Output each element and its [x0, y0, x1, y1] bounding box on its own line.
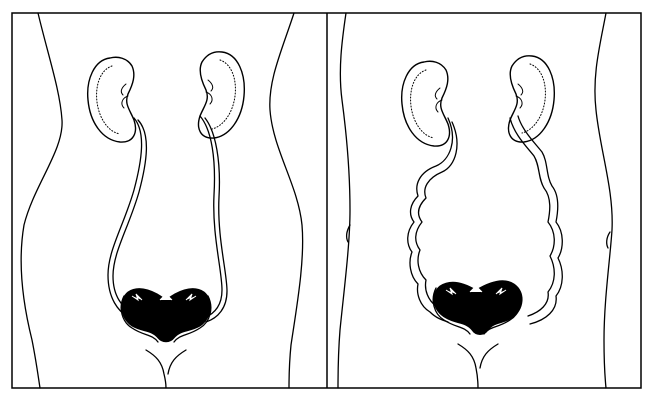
anatomy-figure — [0, 0, 654, 394]
figure-canvas — [0, 0, 654, 394]
